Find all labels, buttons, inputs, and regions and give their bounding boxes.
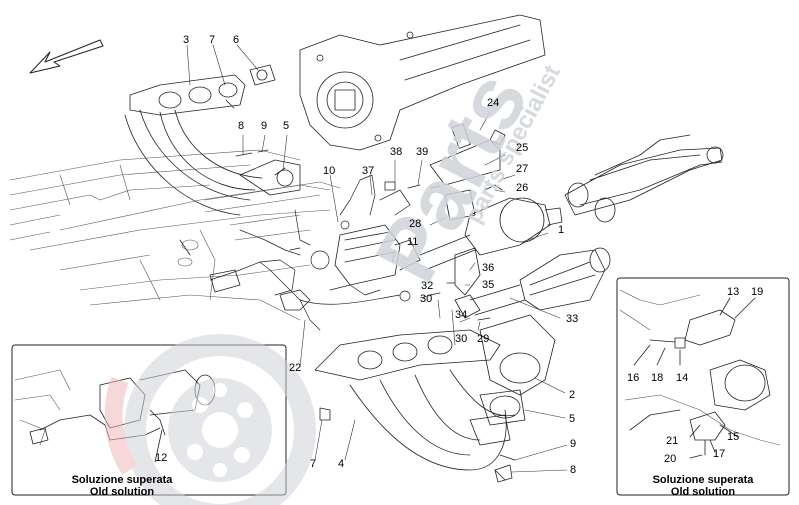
callout-32: 32 [421,280,434,292]
callout-18: 18 [651,372,664,384]
callout-7: 7 [209,34,216,46]
callout-12: 12 [155,452,168,464]
callout-21: 21 [666,435,679,447]
callout-27: 27 [516,163,529,175]
callout-leader-lines [186,44,568,473]
callout-29: 29 [477,333,490,345]
callout-16: 16 [627,372,640,384]
callout-10: 10 [323,165,336,177]
callout-13: 13 [727,286,740,298]
right-inset-frame [616,277,790,496]
callout-28: 28 [409,218,422,230]
exhaust-manifold-upper-left [124,64,301,216]
catalytic-converter-right-lower [469,247,611,316]
exhaust-manifold-lower-right [314,314,556,481]
right-inset-caption-line1: Soluzione superata [652,474,754,486]
callout-20: 20 [664,453,677,465]
catalytic-converter-left [334,224,421,286]
left-inset-caption-line1: Soluzione superata [71,474,173,486]
callout-8b: 8 [570,464,577,476]
callout-26: 26 [516,182,529,194]
callout-39: 39 [416,146,429,158]
left-inset-caption: Soluzione superata Old solution [12,474,232,498]
callout-35: 35 [482,279,495,291]
callout-6: 6 [233,34,240,46]
callout-30b: 30 [455,333,468,345]
callout-11: 11 [407,236,419,248]
watermark-disc-logo [104,334,316,505]
callout-22: 22 [289,362,302,374]
callout-37: 37 [362,165,375,177]
rear-exhaust-pipes [564,134,724,223]
callout-2: 2 [569,389,576,401]
callout-14: 14 [676,372,689,384]
callout-19: 19 [751,286,764,298]
callout-9: 9 [261,120,268,132]
callout-34: 34 [455,309,468,321]
callout-36: 36 [482,262,495,274]
callout-3: 3 [183,34,190,46]
lambda-sensor-wiring [209,174,411,331]
direction-arrow-icon [29,39,104,74]
callout-33: 33 [566,313,579,325]
callout-24: 24 [487,97,500,109]
callout-5: 5 [283,120,290,132]
callout-25: 25 [516,142,529,154]
right-inset-caption: Soluzione superata Old solution [617,474,789,498]
callout-30: 30 [420,293,433,305]
callout-9b: 9 [570,438,577,450]
callout-15: 15 [727,431,740,443]
callout-4: 4 [338,458,345,470]
left-inset-caption-line2: Old solution [89,486,155,498]
chassis-frame [9,149,341,321]
callout-5b: 5 [569,413,576,425]
callout-1: 1 [558,224,565,236]
callout-7b: 7 [310,458,317,470]
callout-38: 38 [390,146,403,158]
transmission-housing [299,14,546,151]
callout-17: 17 [713,448,726,460]
callout-8: 8 [238,120,245,132]
right-inset-caption-line2: Old solution [670,486,736,498]
